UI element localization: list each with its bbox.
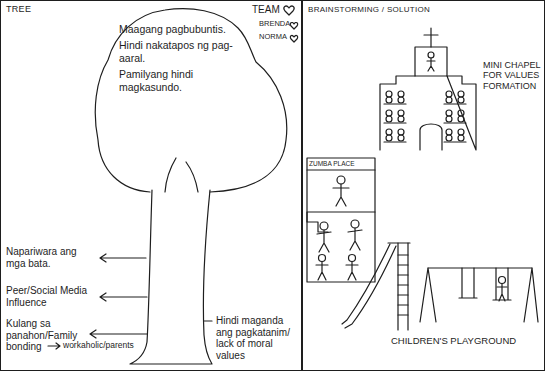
chapel-drawing — [380, 28, 476, 150]
panel-title: BRAINSTORMING / SOLUTION — [308, 5, 539, 15]
root-label: Napariwara ang mga bata. — [6, 246, 96, 269]
tree-trunk — [130, 190, 212, 364]
root-label: Hindi maganda ang pagkatanim/ lack of mo… — [216, 315, 300, 361]
tree-canopy — [95, 9, 287, 192]
member-name: NORMA — [259, 33, 293, 42]
panel-box: BRAINSTORMING / SOLUTION — [302, 0, 545, 371]
solution-label: CHILDREN'S PLAYGROUND — [391, 336, 541, 347]
canopy-box: Maagang pagbubuntis. Hindi nakatapos ng p… — [119, 23, 254, 97]
canopy-text: Hindi nakatapos ng pag-aaral. — [119, 39, 254, 65]
tree-branch — [165, 158, 198, 192]
swing-drawing — [420, 268, 538, 322]
solution-label: ZUMBA PLACE — [309, 160, 373, 167]
solution-label: MINI CHAPEL FOR VALUES FORMATION — [483, 60, 541, 91]
root-label: Peer/Social Media Influence — [6, 285, 98, 308]
canopy-text: Maagang pagbubuntis. — [119, 23, 254, 36]
root-label: workaholic/parents — [63, 341, 145, 351]
canopy-text: Pamilyang hindi magkasundo. — [119, 68, 254, 94]
member-name: BRENDA — [259, 20, 293, 29]
team-heading: TEAM — [252, 4, 288, 16]
slide-drawing — [342, 243, 410, 330]
zumba-drawing — [307, 158, 375, 282]
